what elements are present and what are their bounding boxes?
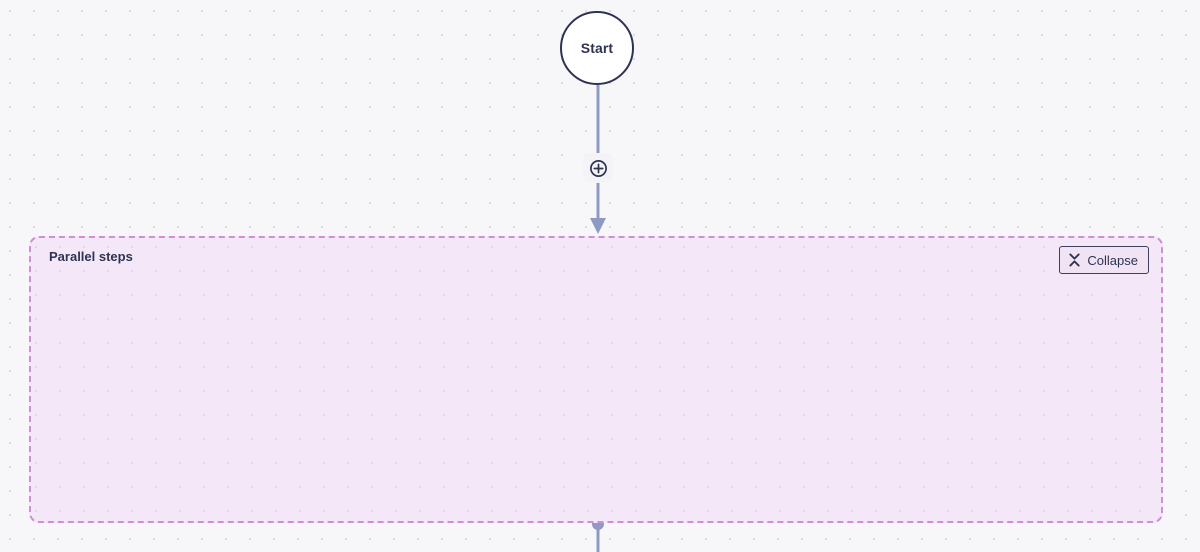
plus-circle-icon <box>589 159 608 178</box>
parallel-steps-title: Parallel steps <box>49 249 133 264</box>
collapse-button[interactable]: Collapse <box>1059 246 1149 274</box>
start-node[interactable]: Start <box>560 11 634 85</box>
add-step-button[interactable] <box>583 153 613 183</box>
collapse-button-label: Collapse <box>1087 252 1138 268</box>
collapse-vertical-icon <box>1068 253 1081 267</box>
edge-arrowhead-into-parallel <box>590 218 606 234</box>
start-node-label: Start <box>580 40 614 56</box>
parallel-steps-group[interactable]: Parallel steps Collapse Add t <box>29 236 1163 523</box>
